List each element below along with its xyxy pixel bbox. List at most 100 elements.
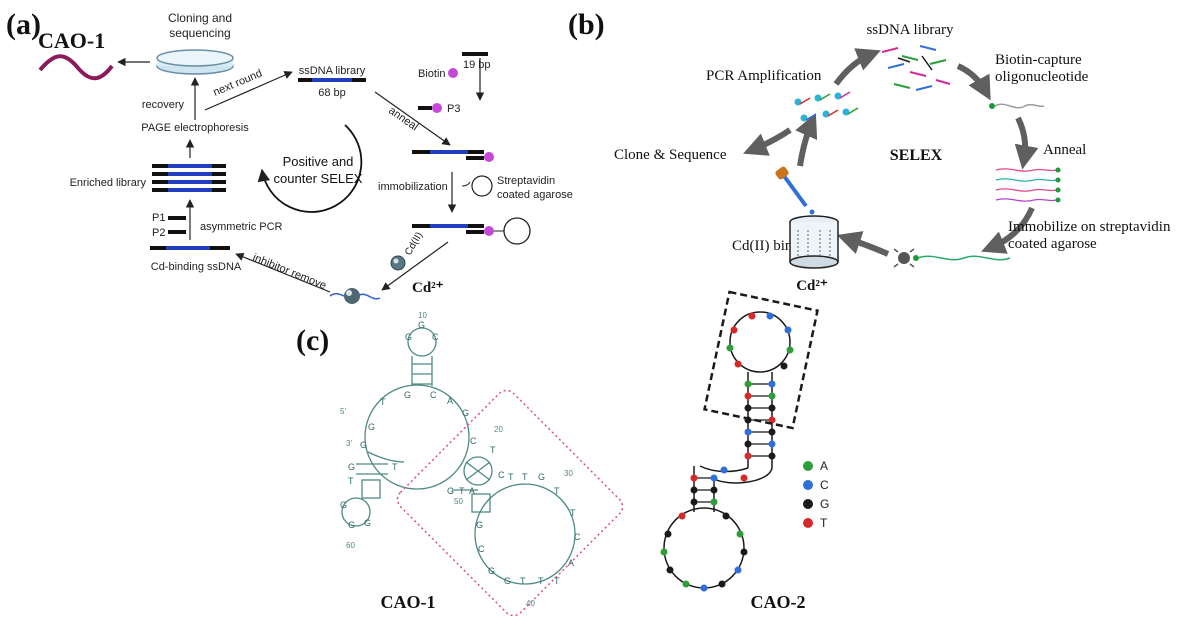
cao2-label: CAO-2 (751, 592, 806, 612)
streptavidin-linker (461, 181, 471, 187)
cd-binding-ssdna-label: Cd-binding ssDNA (151, 261, 242, 273)
panel-b: (b) ssDNA library Biotin-capture oligonu… (568, 8, 1171, 294)
anneal-label: anneal (386, 105, 420, 134)
cao1-numbers: 10 20 30 40 50 60 5' 3' (340, 311, 573, 608)
svg-text:40: 40 (526, 599, 535, 608)
ssdna-library-cloud (881, 45, 951, 91)
svg-text:5': 5' (340, 407, 346, 416)
ssdna-library-label: ssDNA library (299, 65, 366, 77)
svg-text:T: T (348, 476, 354, 486)
clone-sequence-label: Clone & Sequence (614, 147, 727, 163)
cao2-highlight-box (703, 290, 819, 430)
68bp-label: 68 bp (318, 87, 346, 99)
panel-b-label: (b) (568, 8, 605, 41)
svg-text:60: 60 (346, 541, 355, 550)
svg-text:G: G (405, 332, 412, 342)
svg-text:G: G (340, 500, 347, 510)
cao1-structure (341, 327, 576, 585)
cao2-structure (660, 311, 794, 592)
arrow-next-round (204, 71, 293, 111)
svg-text:G: G (447, 486, 454, 496)
svg-text:C: C (498, 470, 505, 480)
enriched-library-strands (152, 164, 226, 192)
selex-label: SELEX (890, 147, 943, 164)
legend-dot-t (803, 518, 813, 528)
arrow-library-to-capture (956, 63, 991, 101)
recovery-label: recovery (142, 99, 185, 111)
biotin-capture-label: Biotin-capture (995, 52, 1082, 68)
legend-dot-c (803, 480, 813, 490)
cao1-wave (38, 54, 114, 81)
svg-text:T: T (380, 397, 386, 407)
svg-text:G: G (488, 566, 495, 576)
cycle-line2-label: counter SELEX (274, 171, 363, 186)
svg-text:A: A (469, 486, 475, 496)
svg-text:C: C (430, 390, 437, 400)
immobilized-oligo-icon (893, 248, 1011, 268)
svg-text:C: C (574, 532, 581, 542)
svg-text:T: T (538, 576, 544, 586)
p3-biotin-icon (432, 103, 442, 113)
svg-text:T: T (392, 462, 398, 472)
cd-ion-icon (390, 255, 406, 271)
legend-dot-a (803, 461, 813, 471)
legend-label-g: G (820, 497, 829, 511)
svg-text:C: C (432, 332, 439, 342)
svg-text:G: G (360, 440, 367, 450)
svg-text:G: G (364, 518, 371, 528)
legend-label-c: C (820, 478, 829, 492)
ssdna-library-label-b: ssDNA library (866, 22, 954, 38)
cd-bound-aptamer (329, 288, 381, 304)
cao1-label: CAO-1 (381, 592, 436, 612)
svg-text:T: T (554, 576, 560, 586)
cloning-label: Cloning and (168, 11, 232, 25)
biotin-label: Biotin (418, 68, 446, 80)
panel-c-label: (c) (296, 324, 329, 357)
biotin-icon (448, 68, 458, 78)
cd2-label-b: Cd²⁺ (796, 278, 828, 294)
svg-text:T: T (570, 508, 576, 518)
annealed-strands-icon (995, 167, 1061, 203)
svg-text:C: C (470, 436, 477, 446)
svg-text:A: A (447, 396, 453, 406)
svg-text:G: G (476, 520, 483, 530)
svg-text:T: T (490, 445, 496, 455)
svg-text:G: G (368, 422, 375, 432)
svg-text:G: G (462, 408, 469, 418)
inhibitor-remove-label: inhibitor remove (251, 252, 328, 292)
arrow-pcr-to-clone (743, 127, 792, 156)
arrow-capture-to-anneal (1014, 116, 1039, 170)
asymmetric-pcr-label: asymmetric PCR (200, 221, 283, 233)
svg-text:G: G (348, 462, 355, 472)
svg-text:G: G (404, 390, 411, 400)
svg-text:20: 20 (494, 425, 503, 434)
p1-label: P1 (152, 212, 165, 224)
svg-text:30: 30 (564, 469, 573, 478)
arrow-anneal (374, 91, 451, 146)
svg-text:T: T (520, 576, 526, 586)
dropper-icon (775, 166, 815, 215)
arrow-inhibitor-remove (235, 252, 331, 293)
pcr-amplification-label: PCR Amplification (706, 68, 822, 84)
panel-a: (a) CAO-1 Cloning and sequencing recover… (6, 8, 573, 304)
cycle-line1-label: Positive and (283, 154, 354, 169)
immobilize-label: Immobilize on streptavidin (1008, 219, 1171, 235)
column-icon (789, 215, 839, 269)
selex-cycle-arrow (257, 124, 363, 213)
coated-agarose-label-b: coated agarose (1008, 236, 1097, 252)
sequencing-label: sequencing (169, 26, 230, 40)
svg-text:10: 10 (418, 311, 427, 320)
19bp-label: 19 bp (463, 59, 491, 71)
coated-agarose-label: coated agarose (497, 189, 573, 201)
arrow-cd-binding (381, 241, 449, 291)
immobilized-duplex (412, 217, 531, 245)
arrow-binding-to-pcr (795, 113, 818, 167)
svg-text:T: T (522, 472, 528, 482)
petri-dish-icon (156, 49, 234, 75)
cao1-product-label: CAO-1 (38, 28, 105, 53)
svg-text:3': 3' (346, 439, 352, 448)
arrow-immobilize-to-binding (836, 231, 890, 257)
